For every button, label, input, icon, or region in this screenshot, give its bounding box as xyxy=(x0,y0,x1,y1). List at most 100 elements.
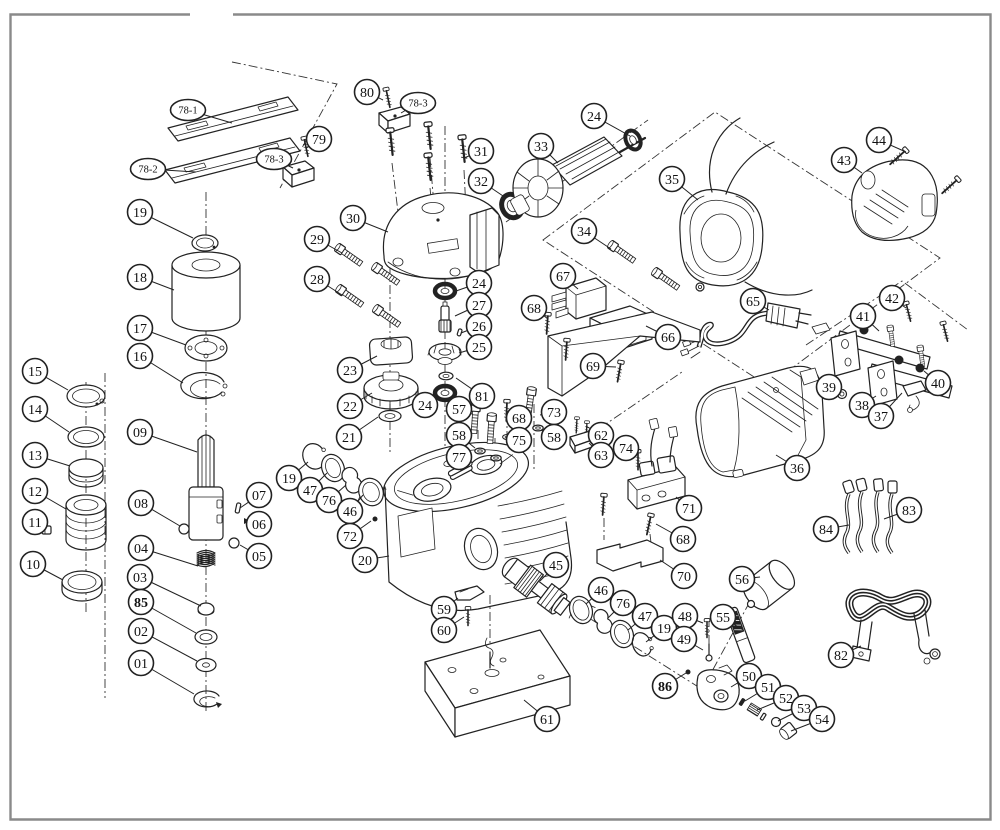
screw-42b xyxy=(938,319,952,343)
balloon-42: 42 xyxy=(878,284,907,312)
part-pivot-hub-50 xyxy=(696,664,740,711)
part-washer-85 xyxy=(194,629,218,645)
part-ball-08 xyxy=(178,523,190,535)
balloon-61: 61 xyxy=(523,699,561,733)
part-bearing-24-lower xyxy=(432,383,458,403)
balloon-16: 16 xyxy=(126,342,184,384)
svg-text:68: 68 xyxy=(676,533,690,548)
svg-text:31: 31 xyxy=(474,145,488,160)
part-gear-25 xyxy=(427,342,462,365)
balloon-39: 39 xyxy=(815,373,843,401)
part-stator-35 xyxy=(679,117,813,296)
balloon-84: 84 xyxy=(812,515,850,543)
balloon-78-2: 78-2 xyxy=(129,157,197,181)
svg-text:16: 16 xyxy=(133,350,147,365)
balloon-20: 20 xyxy=(351,546,390,574)
callout-balloons: 78-178-278-3798078-331323324353444431918… xyxy=(19,78,952,733)
balloon-76: 76 xyxy=(315,484,347,514)
balloon-22: 22 xyxy=(336,392,373,420)
balloon-86: 86 xyxy=(651,672,687,700)
balloon-03: 03 xyxy=(126,563,202,607)
balloon-74: 74 xyxy=(612,434,640,462)
part-nut-40 xyxy=(915,363,925,373)
balloon-34: 34 xyxy=(570,217,612,250)
balloon-78-3: 78-3 xyxy=(255,147,294,171)
balloon-13: 13 xyxy=(21,441,71,469)
svg-text:24: 24 xyxy=(587,110,601,125)
balloon-07: 07 xyxy=(239,481,273,509)
svg-text:05: 05 xyxy=(252,550,266,565)
svg-text:21: 21 xyxy=(342,431,356,446)
part-circlip-01 xyxy=(193,690,222,708)
svg-text:07: 07 xyxy=(252,489,266,504)
svg-text:38: 38 xyxy=(855,399,869,414)
balloon-60: 60 xyxy=(430,616,465,644)
svg-text:11: 11 xyxy=(28,516,41,531)
balloon-02: 02 xyxy=(127,617,198,662)
svg-text:37: 37 xyxy=(874,410,888,425)
part-ring-46-housing xyxy=(357,477,387,507)
svg-text:41: 41 xyxy=(856,310,870,325)
svg-text:68: 68 xyxy=(527,302,541,317)
svg-text:18: 18 xyxy=(133,271,147,286)
svg-text:17: 17 xyxy=(133,322,147,337)
part-ring-19-top xyxy=(191,234,219,252)
svg-text:06: 06 xyxy=(252,518,266,533)
svg-text:69: 69 xyxy=(586,360,600,375)
svg-text:76: 76 xyxy=(616,597,630,612)
svg-text:33: 33 xyxy=(534,140,548,155)
screw-44b xyxy=(938,174,963,197)
part-setscrew-72 xyxy=(372,516,378,522)
part-gib-block-78-3-right xyxy=(378,106,411,134)
balloon-24: 24 xyxy=(580,102,631,137)
screw-68-plate-b xyxy=(642,511,656,537)
part-brush-37 xyxy=(902,380,927,413)
part-setscrew-86 xyxy=(685,669,691,675)
svg-text:82: 82 xyxy=(834,649,848,664)
part-pinion-shaft-27 xyxy=(438,301,452,333)
svg-text:24: 24 xyxy=(472,277,486,292)
svg-text:14: 14 xyxy=(28,403,42,418)
part-power-cord-65 xyxy=(680,302,812,359)
svg-text:56: 56 xyxy=(735,573,749,588)
svg-text:78-2: 78-2 xyxy=(138,165,157,176)
svg-text:85: 85 xyxy=(134,596,148,611)
svg-text:80: 80 xyxy=(360,86,374,101)
svg-text:74: 74 xyxy=(619,442,633,457)
svg-text:46: 46 xyxy=(594,584,608,599)
part-ball-05 xyxy=(228,537,240,549)
part-slide-plate-78-1 xyxy=(167,96,299,142)
balloon-62: 62 xyxy=(585,421,615,449)
part-cup-03 xyxy=(197,602,215,616)
svg-text:36: 36 xyxy=(790,462,804,477)
svg-text:25: 25 xyxy=(472,341,486,356)
balloon-63: 63 xyxy=(587,441,615,469)
balloon-08: 08 xyxy=(127,489,181,527)
part-seal-76-shaft xyxy=(593,608,613,634)
svg-text:10: 10 xyxy=(26,558,40,573)
washer-58a xyxy=(474,447,486,455)
svg-text:52: 52 xyxy=(779,692,793,707)
balloon-68: 68 xyxy=(655,523,697,553)
svg-text:32: 32 xyxy=(474,175,488,190)
part-magnet-18 xyxy=(171,251,241,332)
balloon-72: 72 xyxy=(336,520,372,550)
part-ring-47-shaft xyxy=(609,619,635,649)
balloon-01: 01 xyxy=(127,649,195,695)
svg-text:24: 24 xyxy=(418,399,432,414)
balloon-37: 37 xyxy=(867,392,903,430)
svg-text:44: 44 xyxy=(872,134,886,149)
balloon-32: 32 xyxy=(467,167,507,199)
svg-text:63: 63 xyxy=(594,449,608,464)
balloon-68: 68 xyxy=(520,294,549,322)
balloon-82: 82 xyxy=(827,641,862,669)
balloon-55: 55 xyxy=(709,603,744,631)
screw-60 xyxy=(464,605,472,627)
screw-31a xyxy=(384,126,398,157)
balloon-11: 11 xyxy=(21,508,49,536)
part-strap-82 xyxy=(845,588,941,665)
svg-text:15: 15 xyxy=(28,365,42,380)
svg-text:22: 22 xyxy=(343,400,357,415)
svg-text:19: 19 xyxy=(282,472,296,487)
svg-text:40: 40 xyxy=(931,377,945,392)
